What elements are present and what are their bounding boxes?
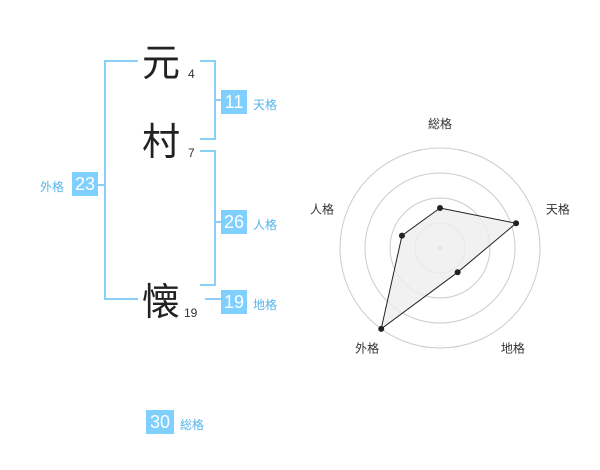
gaikaku-bracket [104, 60, 138, 300]
soukaku-value: 30 [146, 410, 174, 434]
radar-point-4 [378, 325, 385, 332]
jinkaku-bracket [200, 150, 216, 286]
gaikaku-label: 外格 [40, 180, 65, 194]
name-char-1: 元 [142, 41, 181, 85]
radar-point-5 [398, 232, 405, 239]
radar-axis-label-5: 人格 [310, 202, 334, 217]
chikaku-connector [205, 298, 221, 300]
name-char-3: 懐 [142, 280, 181, 324]
name-char-2: 村 [142, 120, 181, 164]
stroke-count-1: 4 [188, 67, 195, 81]
radar-point-2 [513, 220, 520, 227]
radar-axis-label-3: 地格 [501, 340, 525, 355]
radar-axis-label-4: 外格 [355, 340, 379, 355]
radar-ring [339, 147, 541, 349]
radar-ring [389, 197, 491, 299]
soukaku-label: 総格 [180, 418, 205, 432]
gaikaku-value: 23 [72, 172, 98, 196]
tenkaku-label: 天格 [253, 98, 278, 112]
tenkaku-value: 11 [221, 90, 247, 114]
chikaku-label: 地格 [253, 298, 278, 312]
radar-point-3 [454, 269, 461, 276]
gaikaku-connector [96, 184, 104, 186]
radar-axis-label-1: 総格 [428, 116, 452, 131]
jinkaku-connector [215, 221, 223, 223]
radar-points [378, 205, 520, 332]
jinkaku-value: 26 [221, 210, 247, 234]
chikaku-value: 19 [221, 290, 247, 314]
stroke-count-2: 7 [188, 146, 195, 160]
stroke-count-3: 19 [184, 306, 198, 320]
jinkaku-label: 人格 [253, 218, 278, 232]
radar-point-1 [437, 205, 443, 211]
radar-ring [364, 172, 516, 324]
tenkaku-connector [215, 99, 223, 101]
radar-data-area [380, 207, 518, 331]
radar-axis-label-2: 天格 [546, 202, 570, 217]
